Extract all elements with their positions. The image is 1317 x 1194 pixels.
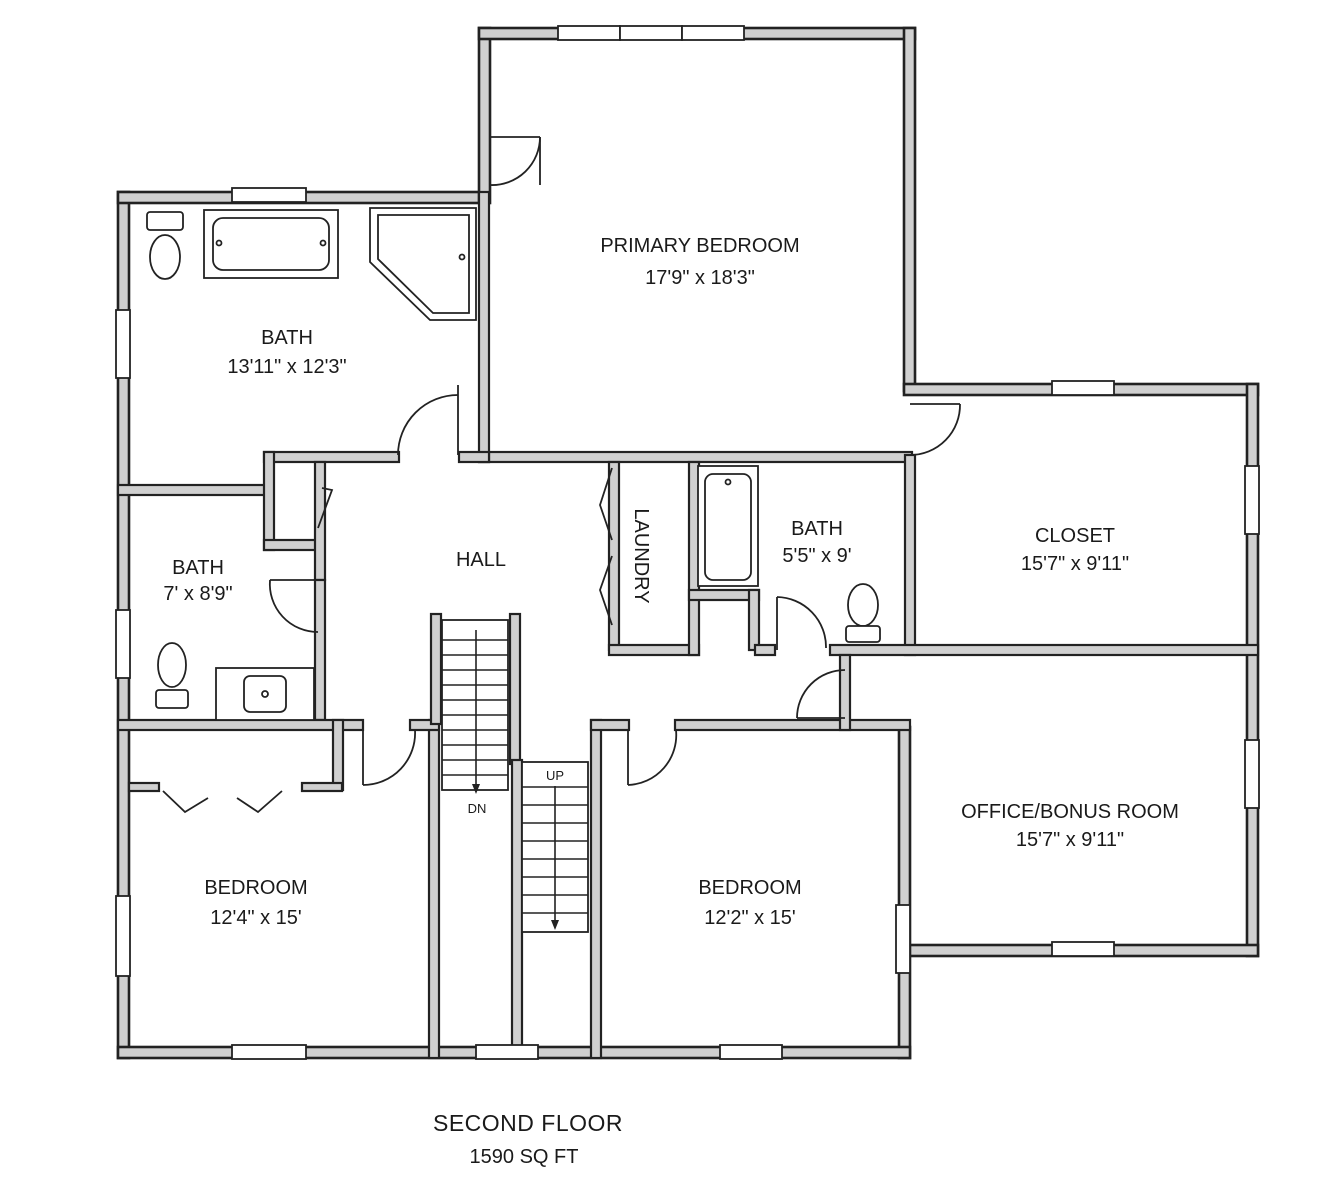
- bath-center-size: 5'5" x 9': [782, 545, 851, 567]
- fixtures: [146, 207, 881, 721]
- bedroom-left-size: 12'4" x 15': [210, 907, 301, 929]
- bedroom-left-name: BEDROOM: [204, 877, 307, 899]
- floor-title: SECOND FLOOR: [433, 1110, 623, 1136]
- bath-main-size: 13'11" x 12'3": [227, 356, 346, 378]
- bath-small-size: 7' x 8'9": [163, 583, 232, 605]
- stairs-up-label: UP: [546, 768, 564, 783]
- bedroom-right-size: 12'2" x 15': [704, 907, 795, 929]
- bedroom-right-name: BEDROOM: [698, 877, 801, 899]
- office-name: OFFICE/BONUS ROOM: [961, 801, 1179, 823]
- bath-center-name: BATH: [791, 518, 843, 540]
- windows: [115, 25, 1260, 1060]
- laundry-name: LAUNDRY: [630, 508, 652, 603]
- primary-bedroom-name: PRIMARY BEDROOM: [600, 235, 799, 257]
- closet-name: CLOSET: [1035, 525, 1115, 547]
- primary-bedroom-size: 17'9" x 18'3": [645, 267, 755, 289]
- bath-small-name: BATH: [172, 557, 224, 579]
- bath-main-name: BATH: [261, 327, 313, 349]
- closet-size: 15'7" x 9'11": [1021, 553, 1129, 575]
- doors: [162, 136, 961, 814]
- stairs-down-label: DN: [468, 801, 487, 816]
- hall-name: HALL: [456, 549, 506, 571]
- stairs: [441, 619, 589, 933]
- floor-area: 1590 SQ FT: [470, 1146, 579, 1168]
- office-size: 15'7" x 9'11": [1016, 829, 1124, 851]
- room-labels: PRIMARY BEDROOM 17'9" x 18'3" BATH 13'11…: [163, 235, 1179, 929]
- footer: SECOND FLOOR 1590 SQ FT: [433, 1110, 623, 1168]
- interior-walls: [116, 190, 1260, 1060]
